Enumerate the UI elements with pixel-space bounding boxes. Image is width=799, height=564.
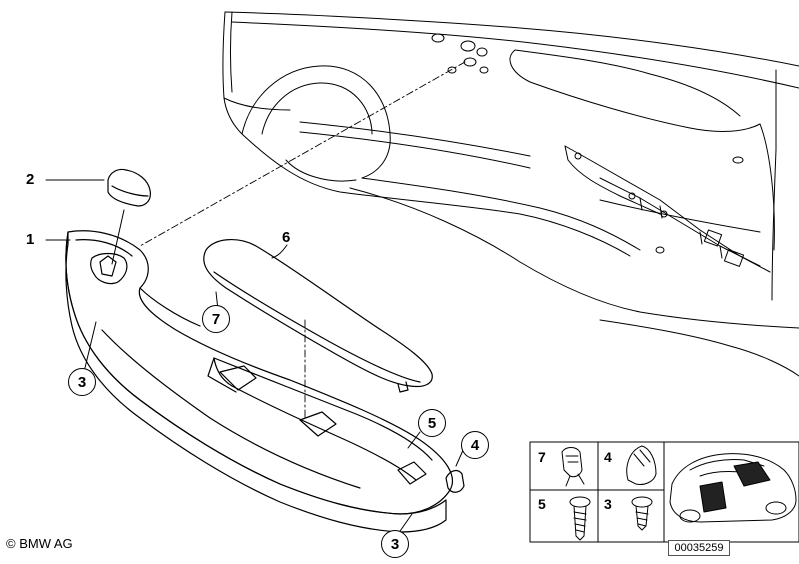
legend-box [529, 441, 799, 543]
part-number: 00035259 [668, 540, 730, 556]
legend-label-4: 4 [604, 449, 612, 465]
end-cap-part-4 [445, 469, 465, 493]
callout-5: 5 [418, 409, 446, 437]
legend-label-7: 7 [538, 449, 546, 465]
callout-7: 7 [202, 305, 230, 333]
armrest-carrier-part-1 [65, 230, 454, 533]
screw-icon-short [631, 496, 653, 531]
callout-3-top: 3 [68, 368, 96, 396]
clip-icon [561, 447, 585, 487]
copyright-text: © BMW AG [6, 536, 73, 551]
callout-1: 1 [26, 231, 35, 248]
door-panel [222, 11, 799, 377]
screw-icon-long [569, 496, 591, 541]
handle-cover-part-2 [107, 168, 151, 207]
leader-lines [45, 179, 465, 535]
callout-4: 4 [461, 431, 489, 459]
guide-lines [139, 61, 466, 419]
legend-label-3: 3 [604, 496, 612, 512]
callout-2: 2 [26, 171, 35, 188]
armrest-pad-part-6 [203, 239, 433, 393]
legend-label-5: 5 [538, 496, 546, 512]
callout-6: 6 [282, 229, 291, 246]
cap-icon [626, 445, 657, 485]
callout-3-bottom: 3 [381, 530, 409, 558]
car-thumbnail [669, 453, 797, 523]
